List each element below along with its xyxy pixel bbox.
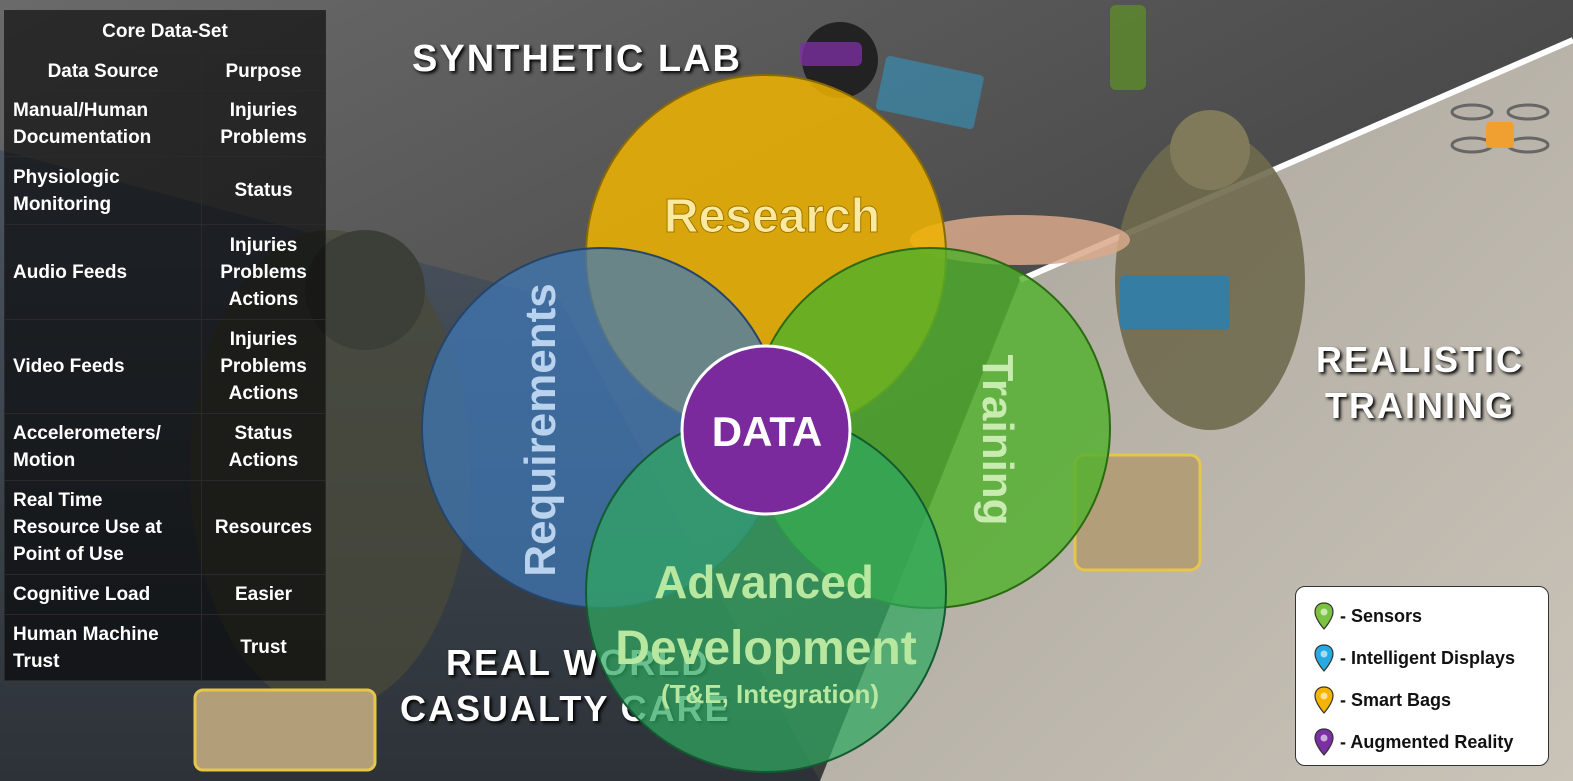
purpose-cell: Status bbox=[201, 156, 326, 225]
training-label: Training bbox=[973, 354, 1022, 525]
purpose-cell: Trust bbox=[201, 614, 326, 681]
column-header-purpose: Purpose bbox=[201, 52, 326, 91]
medical-bag-left bbox=[193, 688, 377, 772]
advanced-label-line-1: Advanced bbox=[654, 556, 874, 608]
map-pin-icon bbox=[1314, 644, 1334, 672]
legend-label: - Intelligent Displays bbox=[1340, 647, 1516, 668]
purpose-cell: Easier bbox=[201, 574, 326, 615]
soldier-right-helmet bbox=[1170, 110, 1250, 190]
holographic-display bbox=[876, 55, 984, 130]
map-pin-icon bbox=[1314, 728, 1334, 756]
legend-label: - Augmented Reality bbox=[1340, 731, 1514, 752]
drone-icon bbox=[1450, 103, 1550, 154]
realistic-training-line-1: REALISTIC bbox=[1315, 339, 1524, 380]
legend-item-smart-bags: - Smart Bags bbox=[1314, 679, 1548, 721]
core-data-set-table: Core Data-Set Data Source Purpose Manual… bbox=[4, 10, 326, 681]
legend: - Sensors - Intelligent Displays - Smart… bbox=[1295, 586, 1549, 766]
table-title: Core Data-Set bbox=[4, 10, 326, 53]
legend-item-intelligent-displays: - Intelligent Displays bbox=[1314, 637, 1548, 679]
advanced-label-line-2: Development bbox=[615, 622, 916, 675]
advanced-label-line-3: (T&E, Integration) bbox=[661, 679, 879, 709]
map-pin-icon bbox=[1314, 686, 1334, 714]
data-center-circle bbox=[680, 344, 852, 516]
soldier-left-helmet bbox=[305, 230, 425, 350]
data-source-cell: Audio Feeds bbox=[4, 224, 202, 320]
intelligent-display-device bbox=[1120, 275, 1230, 330]
data-label: DATA bbox=[712, 408, 822, 455]
synthetic-lab-heading: SYNTHETIC LAB bbox=[412, 38, 742, 80]
purpose-cell: Resources bbox=[201, 480, 326, 575]
realistic-training-heading: REALISTIC TRAINING bbox=[1300, 337, 1540, 429]
map-pin-icon bbox=[1314, 602, 1334, 630]
green-sensor-device bbox=[1110, 5, 1146, 90]
realistic-training-line-2: TRAINING bbox=[1325, 385, 1515, 426]
data-source-cell: Video Feeds bbox=[4, 319, 202, 414]
table-row: Cognitive Load Easier bbox=[4, 574, 326, 615]
legend-label: - Sensors bbox=[1340, 605, 1423, 626]
legend-item-augmented-reality: - Augmented Reality bbox=[1314, 721, 1548, 763]
data-source-cell: Cognitive Load bbox=[4, 574, 202, 615]
legend-item-sensors: - Sensors bbox=[1314, 595, 1548, 637]
legend-label: - Smart Bags bbox=[1340, 689, 1452, 710]
requirements-label: Requirements bbox=[516, 283, 565, 576]
ar-headset bbox=[800, 42, 862, 66]
research-label: Research bbox=[664, 190, 880, 243]
